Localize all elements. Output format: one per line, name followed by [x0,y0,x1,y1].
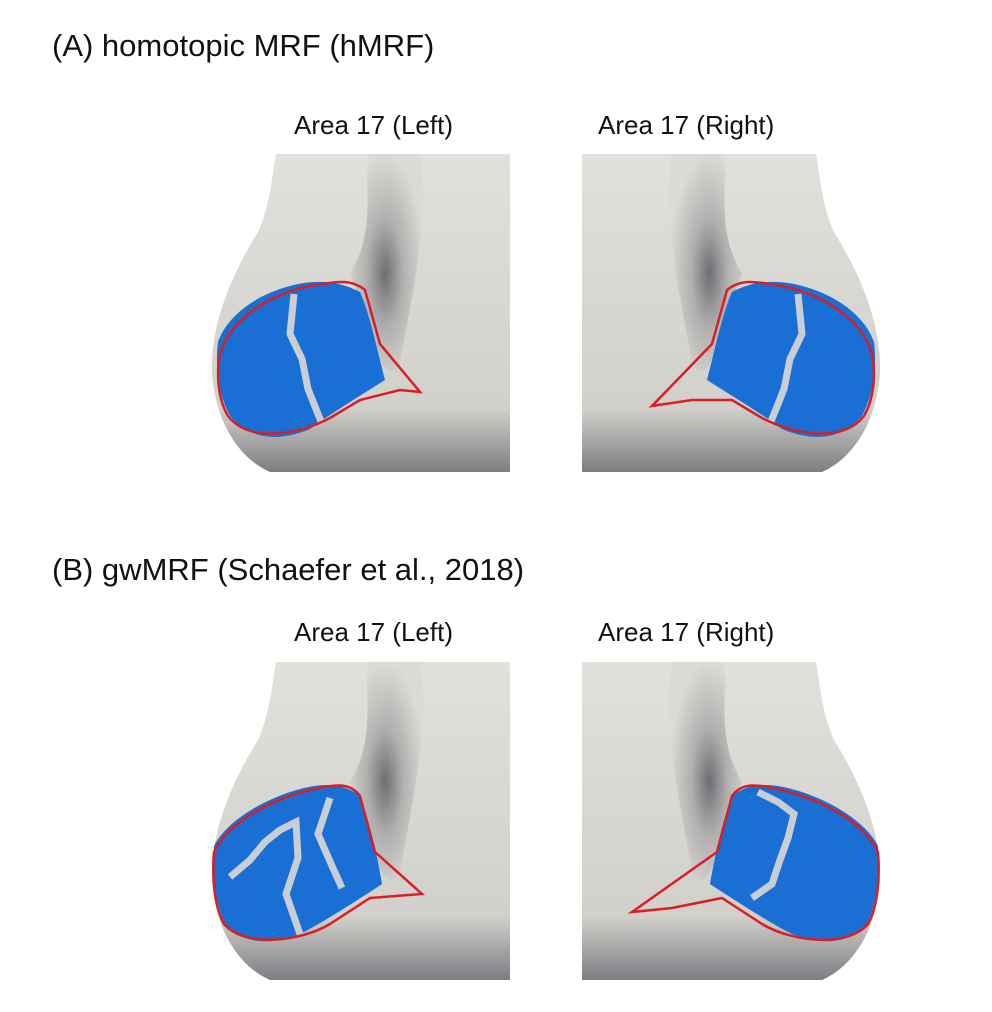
panel-b-left-hemisphere [210,662,510,980]
parcel-divider [286,293,326,426]
parcel-divider [766,293,806,426]
panel-b-left-label: Area 17 (Left) [294,617,453,647]
parcel-divider [749,788,798,901]
panel-a-title: (A) homotopic MRF (hMRF) [52,28,435,63]
panel-a-right-label: Area 17 (Right) [598,110,775,140]
area17-boundary [627,784,880,941]
brain-surface-right [582,154,881,472]
panel-b-right-label: Area 17 (Right) [598,617,775,647]
brain-surface-right [582,662,881,980]
area17-boundary [648,280,876,435]
brain-surface-left [211,662,510,980]
area17-boundary [212,784,426,941]
parcel-divider [227,816,304,936]
panel-a-left-hemisphere [210,154,510,472]
panel-a-left-label: Area 17 (Left) [294,110,453,140]
parcel-divider [314,796,346,890]
area17-boundary [216,280,423,435]
panel-a-right-hemisphere [582,154,882,472]
brain-surface-left [211,154,510,472]
parcel-right-b [710,785,879,942]
panel-b-right-hemisphere [582,662,882,980]
panel-b-title: (B) gwMRF (Schaefer et al., 2018) [52,552,525,587]
